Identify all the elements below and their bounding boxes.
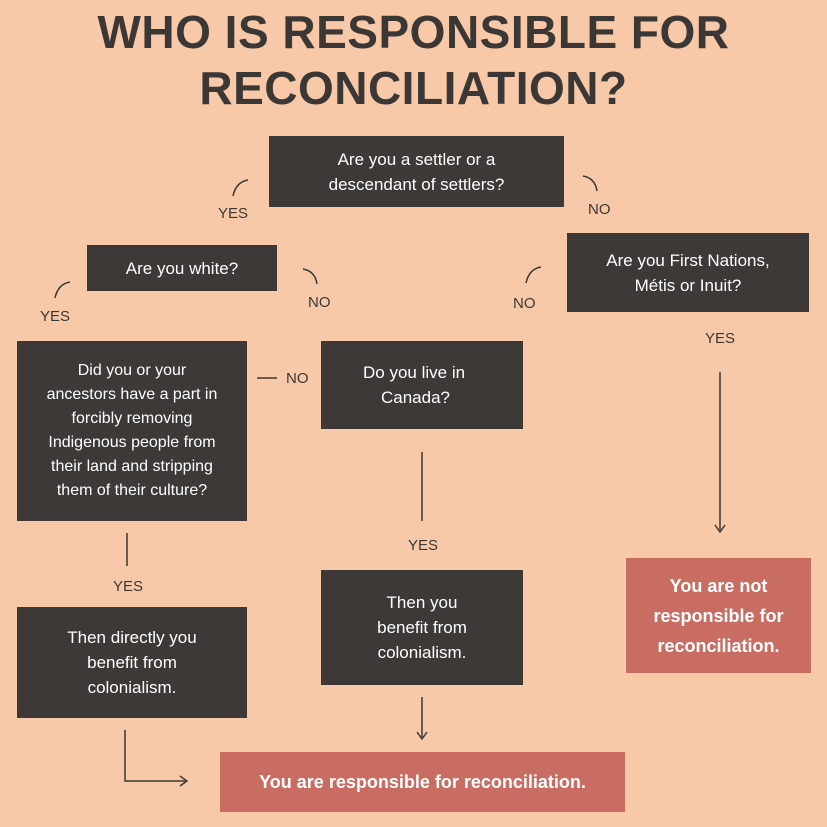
benefit-line: benefit from <box>377 618 467 637</box>
removal-question-box: Did you or your ancestors have a part in… <box>17 341 247 521</box>
white-yes-label: YES <box>40 308 71 325</box>
not-responsible-line: reconciliation. <box>657 635 780 656</box>
removal-question-line: Did you or your <box>77 362 187 379</box>
settler-no-label: NO <box>588 201 611 218</box>
removal-yes-label: YES <box>113 578 144 595</box>
settler-question-box: Are you a settler or a descendant of set… <box>269 136 564 207</box>
settler-question-line: descendant of settlers? <box>328 174 505 194</box>
canada-question-line: Do you live in <box>363 363 466 382</box>
benefit-text: Then you benefit from colonialism. <box>377 590 467 665</box>
directly-benefit-line: benefit from <box>87 653 177 672</box>
removal-question-line: ancestors have a part in <box>46 386 218 403</box>
arrowhead-responsible-down <box>416 731 428 741</box>
directly-benefit-text: Then directly you benefit from coloniali… <box>67 625 196 700</box>
not-responsible-box: You are not responsible for reconciliati… <box>626 558 811 673</box>
first-nations-question-text: Are you First Nations, Métis or Inuit? <box>606 248 769 298</box>
first-nations-no-label: NO <box>513 295 536 312</box>
removal-question-line: their land and stripping <box>51 458 213 475</box>
canada-question-box: Do you live in Canada? <box>321 341 523 429</box>
settler-yes-label: YES <box>218 205 249 222</box>
responsible-text: You are responsible for reconciliation. <box>259 772 586 792</box>
first-nations-question-line: Métis or Inuit? <box>634 275 742 295</box>
canada-question-text: Do you live in Canada? <box>363 360 465 410</box>
canada-yes-label: YES <box>408 537 439 554</box>
removal-question-text: Did you or your ancestors have a part in… <box>47 359 218 503</box>
removal-question-line: them of their culture? <box>56 482 208 499</box>
white-question-text: Are you white? <box>125 258 239 278</box>
removal-question-line: Indigenous people from <box>48 434 216 451</box>
not-responsible-line: responsible for <box>653 605 784 626</box>
white-yes-curve <box>54 281 71 299</box>
removal-no-label: NO <box>286 370 309 387</box>
arrowhead-not-responsible <box>714 524 726 534</box>
benefit-line: colonialism. <box>377 643 467 662</box>
settler-yes-curve <box>232 179 249 197</box>
white-no-curve <box>302 268 318 285</box>
white-no-label: NO <box>308 294 331 311</box>
directly-benefit-line: Then directly you <box>67 628 197 647</box>
settler-question-line: Are you a settler or a <box>337 149 496 169</box>
first-nations-question-box: Are you First Nations, Métis or Inuit? <box>567 233 809 312</box>
directly-benefit-elbow-line <box>124 730 185 782</box>
not-responsible-line: You are not <box>669 575 768 596</box>
white-question-box: Are you white? <box>87 245 277 291</box>
first-nations-no-curve <box>525 266 542 284</box>
first-nations-yes-label: YES <box>705 330 736 347</box>
directly-benefit-box: Then directly you benefit from coloniali… <box>17 607 247 718</box>
canada-question-line: Canada? <box>381 388 451 407</box>
title-line-1: WHO IS RESPONSIBLE FOR <box>97 6 730 58</box>
arrowhead-responsible-right <box>179 775 189 787</box>
title-line-2: RECONCILIATION? <box>199 62 628 114</box>
settler-question-text: Are you a settler or a descendant of set… <box>329 147 505 197</box>
first-nations-question-line: Are you First Nations, <box>606 250 770 270</box>
not-responsible-text: You are not responsible for reconciliati… <box>653 571 783 661</box>
benefit-box: Then you benefit from colonialism. <box>321 570 523 685</box>
settler-no-curve <box>582 175 598 192</box>
removal-question-line: forcibly removing <box>71 410 193 427</box>
benefit-line: Then you <box>386 593 458 612</box>
directly-benefit-line: colonialism. <box>87 678 177 697</box>
responsible-box: You are responsible for reconciliation. <box>220 752 625 812</box>
